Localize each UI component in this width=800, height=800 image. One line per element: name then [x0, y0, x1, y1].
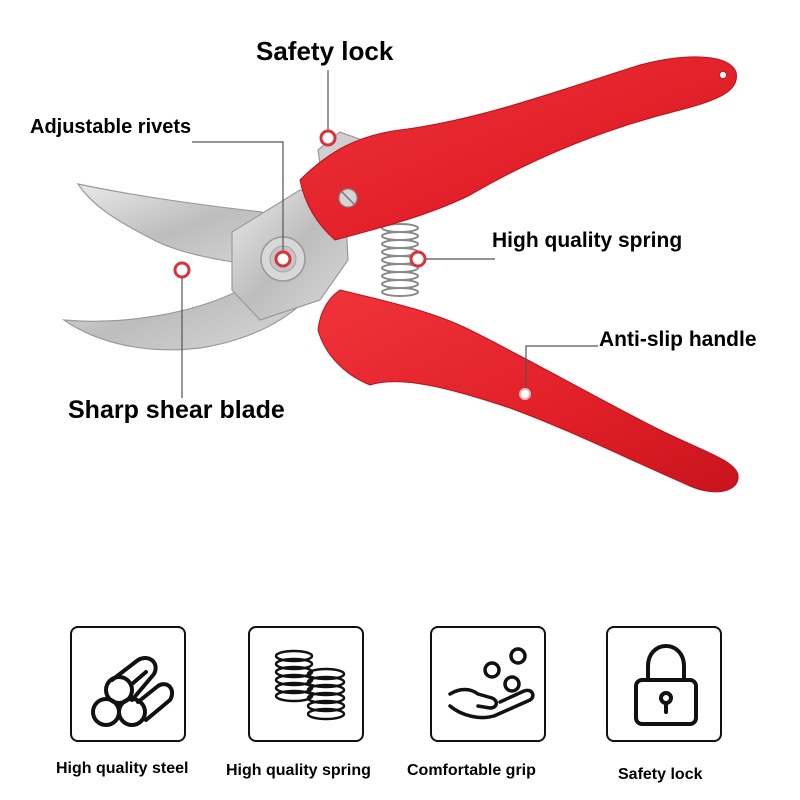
- lower-blade: [61, 249, 316, 351]
- callout-spring: High quality spring: [492, 229, 683, 252]
- callout-leaders: [181, 70, 598, 398]
- callout-blade: Sharp shear blade: [68, 396, 285, 424]
- pruning-shears-illustration: [61, 56, 739, 493]
- steel-bars-icon: [91, 655, 175, 727]
- feature-label-grip: Comfortable grip: [407, 762, 536, 779]
- callout-adjustable-rivets: Adjustable rivets: [30, 116, 192, 138]
- spring-coils-icon: [274, 649, 346, 721]
- feature-label-spring: High quality spring: [226, 762, 371, 779]
- callout-safety-lock: Safety lock: [256, 36, 394, 66]
- feature-box-grip: [430, 626, 546, 742]
- callout-markers: [173, 129, 531, 400]
- callout-handle: Anti-slip handle: [599, 328, 757, 351]
- feature-box-spring: [248, 626, 364, 742]
- feature-box-steel: [70, 626, 186, 742]
- feature-box-lock: [606, 626, 722, 742]
- padlock-icon: [634, 644, 698, 726]
- feature-label-lock: Safety lock: [618, 766, 703, 783]
- feature-label-steel: High quality steel: [56, 760, 189, 777]
- hand-grip-icon: [448, 647, 535, 720]
- upper-handle: [299, 56, 737, 241]
